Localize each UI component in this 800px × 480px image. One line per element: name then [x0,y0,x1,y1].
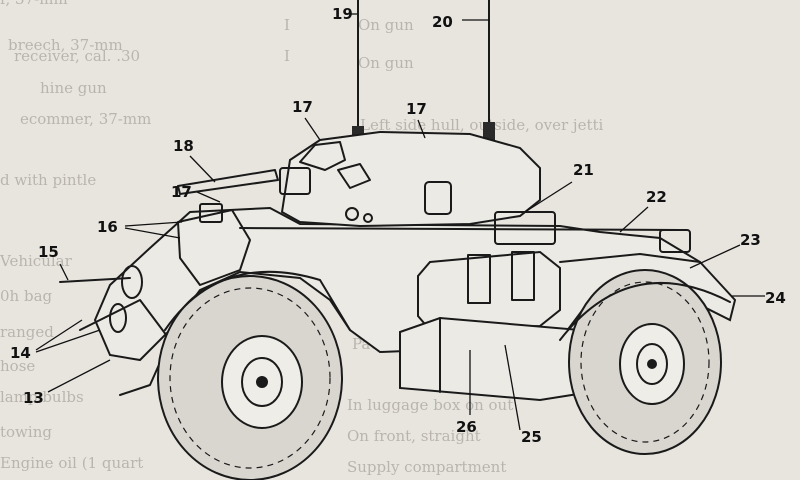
callout-label: 20 [432,13,453,31]
leader-14b [35,329,101,353]
callout-label: 17 [292,98,313,116]
turret-box [424,181,452,215]
leader-17b [417,119,426,139]
gun-mantlet [279,167,311,195]
leader-16b [124,227,181,239]
front-wheel [157,275,343,480]
rear-wheel [568,269,722,455]
leader-13 [47,359,111,393]
front-fender [164,270,351,331]
rear-fender [559,282,731,341]
callout-label: 18 [173,137,194,155]
leader-21 [524,181,573,213]
leader-17a [304,117,321,141]
leader-17c [196,191,221,203]
callout-label: 23 [740,231,761,249]
background-text-line: lamp bulbs [0,388,84,406]
background-text-line: r, 37-mm [0,0,68,8]
background-text-line: Vehicular [0,252,73,270]
leader-18 [189,155,216,183]
front-box [199,203,223,223]
leader-23 [689,244,741,269]
background-text-line: d with pintle [0,171,96,189]
front-rod [59,277,131,283]
background-text-line: On front, straight [347,427,481,445]
leader-22 [619,206,649,233]
callout-label: 22 [646,188,667,206]
leader-14a [35,319,83,351]
background-text-line: 0h bag [0,287,53,305]
background-text-line: ecommer, 37-mm [20,110,151,128]
hull-rail [239,227,681,231]
turret-vision-block [337,163,371,189]
rear-light [659,229,691,253]
armored-car-drawing [59,0,737,480]
background-text-line: receiver, cal. .30 [14,47,140,65]
turret-rivet [363,213,373,223]
background-text-line: On gun [358,54,414,72]
callout-label: 19 [332,5,353,23]
leader-16a [124,221,183,227]
background-text-line: I [284,16,290,34]
background-text-line: towing [0,423,52,441]
background-text-line: hine gun [40,79,107,97]
main-gun-barrel [177,169,279,195]
callout-label: 17 [406,100,427,118]
callout-label: 14 [10,344,31,362]
callout-label: 13 [23,389,44,407]
background-text-line: Engine oil (1 quart [0,454,143,472]
leader-15 [59,263,69,281]
luggage-box [399,316,582,402]
background-text-line: In luggage box on out [347,396,513,414]
leader-lines [35,13,765,431]
background-text-line: I [284,47,290,65]
background-text-line: breech, 37-mm [8,36,123,54]
callout-label: 25 [521,428,542,446]
callout-label: 17 [171,183,192,201]
turret-hatch [299,141,346,171]
turret-rivet [345,207,359,221]
headlight [109,303,127,333]
front-glacis [177,209,251,286]
background-text-line: On gun [358,16,414,34]
rear-rail [559,253,701,263]
headlight [121,265,143,299]
callout-label: 24 [765,289,786,307]
background-text-line: Left side hull, outside, over jetti [360,116,604,134]
background-text-line: Supply compartment [347,458,506,476]
callout-labels-layer: 19 20 17 17 18 21 17 22 16 23 15 24 14 13 26 25 [10,5,786,446]
callout-label: 26 [456,418,477,436]
background-text-line: ranged [0,323,54,341]
callout-label: 16 [97,218,118,236]
leader-25 [504,344,521,431]
callout-label: 21 [573,161,594,179]
background-text-line: hose [0,357,35,375]
callout-label: 15 [38,243,59,261]
